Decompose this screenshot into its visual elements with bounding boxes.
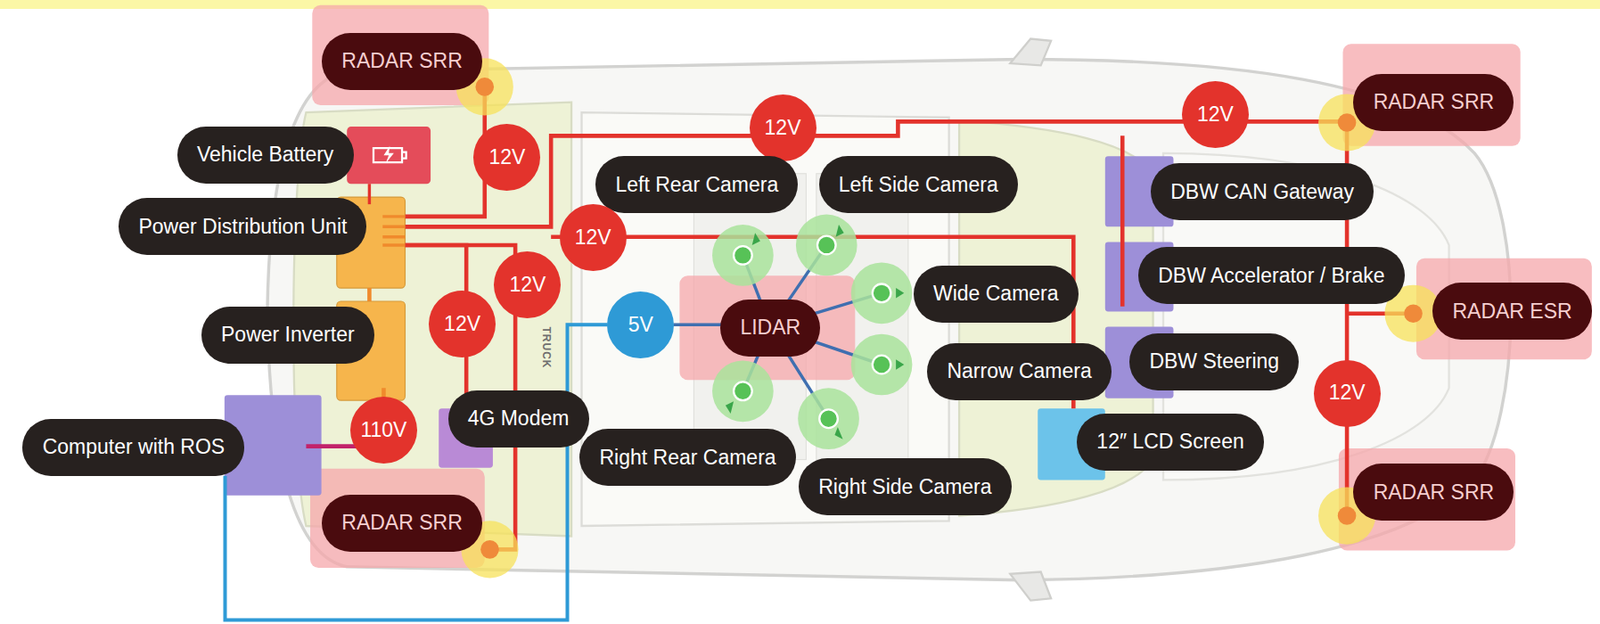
node-text: Vehicle Battery	[196, 143, 334, 166]
ac-lead	[305, 443, 357, 449]
node-text: Power Inverter	[221, 323, 355, 346]
voltage-circle: 12V	[493, 251, 561, 319]
label-pill: Computer with ROS	[22, 418, 245, 476]
node-text: 12V	[1197, 103, 1234, 126]
node-text: Left Rear Camera	[615, 173, 779, 197]
node-text: 4G Modem	[467, 407, 570, 430]
node-text: Left Side Camera	[838, 173, 999, 197]
node-text: 12V	[508, 273, 546, 296]
node-text: Right Side Camera	[818, 475, 992, 499]
power-wires	[404, 86, 1413, 550]
node-text: DBW CAN Gateway	[1170, 180, 1354, 204]
node-text: RADAR SRR	[341, 49, 462, 73]
radar-sensors	[456, 57, 1443, 578]
battery-lead	[368, 183, 371, 205]
node-text: Right Rear Camera	[598, 446, 776, 469]
node-text: DBW Steering	[1148, 350, 1280, 373]
node-text: 12″ LCD Screen	[1096, 430, 1244, 453]
label-pill: Left Rear Camera	[595, 155, 798, 214]
car-body	[267, 58, 1511, 580]
radar-highlight	[1416, 258, 1592, 360]
battery-box	[346, 126, 431, 184]
top-band	[0, 0, 1600, 9]
node-text: LIDAR	[739, 316, 801, 339]
sensor-pill: LIDAR	[720, 299, 821, 357]
lidar-highlight	[679, 275, 855, 380]
label-pill: Left Side Camera	[819, 155, 1018, 214]
voltage-circle: 12V	[1313, 360, 1381, 427]
label-pill: DBW Steering	[1129, 333, 1299, 391]
label-pill: DBW Accelerator / Brake	[1138, 246, 1405, 304]
voltage-circle: 110V	[350, 396, 418, 464]
label-pill: Power Inverter	[201, 306, 375, 364]
node-text: 110V	[360, 418, 407, 442]
node-text: 12V	[574, 226, 612, 249]
label-pill: Power Distribution Unit	[118, 197, 367, 255]
cameras	[712, 214, 912, 451]
radar-highlight	[310, 468, 485, 568]
sensor-pill: RADAR SRR	[321, 32, 483, 91]
sensor-pill: RADAR SRR	[321, 494, 483, 552]
mirror	[1009, 39, 1051, 66]
node-text: 12V	[1329, 381, 1366, 404]
node-text: Computer with ROS	[42, 435, 226, 459]
label-pill: 4G Modem	[448, 390, 590, 448]
voltage-circle: 12V	[559, 204, 627, 271]
voltage-circle: 12V	[749, 94, 817, 162]
data-lines	[673, 245, 883, 419]
trunk-label: TRUCK	[539, 326, 552, 369]
label-pill: Right Side Camera	[798, 458, 1012, 516]
node-text: RADAR SRR	[1373, 481, 1494, 504]
node-text: DBW Accelerator / Brake	[1157, 264, 1385, 288]
battery-bolt	[383, 146, 394, 164]
node-text: 12V	[488, 146, 526, 169]
label-pill: DBW CAN Gateway	[1150, 163, 1374, 221]
voltage-circle: 12V	[428, 290, 496, 358]
pdu-terminals	[382, 216, 405, 246]
label-pill: Wide Camera	[913, 265, 1079, 323]
node-text: 12V	[443, 312, 481, 336]
inverter-lead	[369, 287, 384, 409]
node-text: RADAR SRR	[341, 511, 462, 534]
node-text: Wide Camera	[933, 282, 1059, 305]
node-text: Narrow Camera	[946, 360, 1092, 383]
node-text: RADAR SRR	[1373, 90, 1494, 114]
node-text: 12V	[764, 116, 802, 140]
sensor-pill: RADAR SRR	[1353, 73, 1514, 132]
label-pill: Narrow Camera	[927, 343, 1112, 401]
label-pill: Right Rear Camera	[579, 428, 796, 486]
label-pill: Vehicle Battery	[177, 126, 354, 184]
data-cable	[225, 324, 608, 620]
voltage-circle: 12V	[473, 123, 541, 191]
node-text: 5V	[628, 313, 654, 337]
voltage-circle: 12V	[1181, 81, 1249, 148]
label-pill: 12″ LCD Screen	[1076, 413, 1264, 471]
sensor-pill: RADAR SRR	[1353, 463, 1514, 521]
mirror	[1009, 572, 1051, 601]
sensor-pill: RADAR ESR	[1432, 282, 1592, 340]
node-text: Power Distribution Unit	[138, 215, 347, 238]
voltage-circle: 5V	[607, 291, 674, 359]
node-text: RADAR ESR	[1452, 300, 1572, 323]
